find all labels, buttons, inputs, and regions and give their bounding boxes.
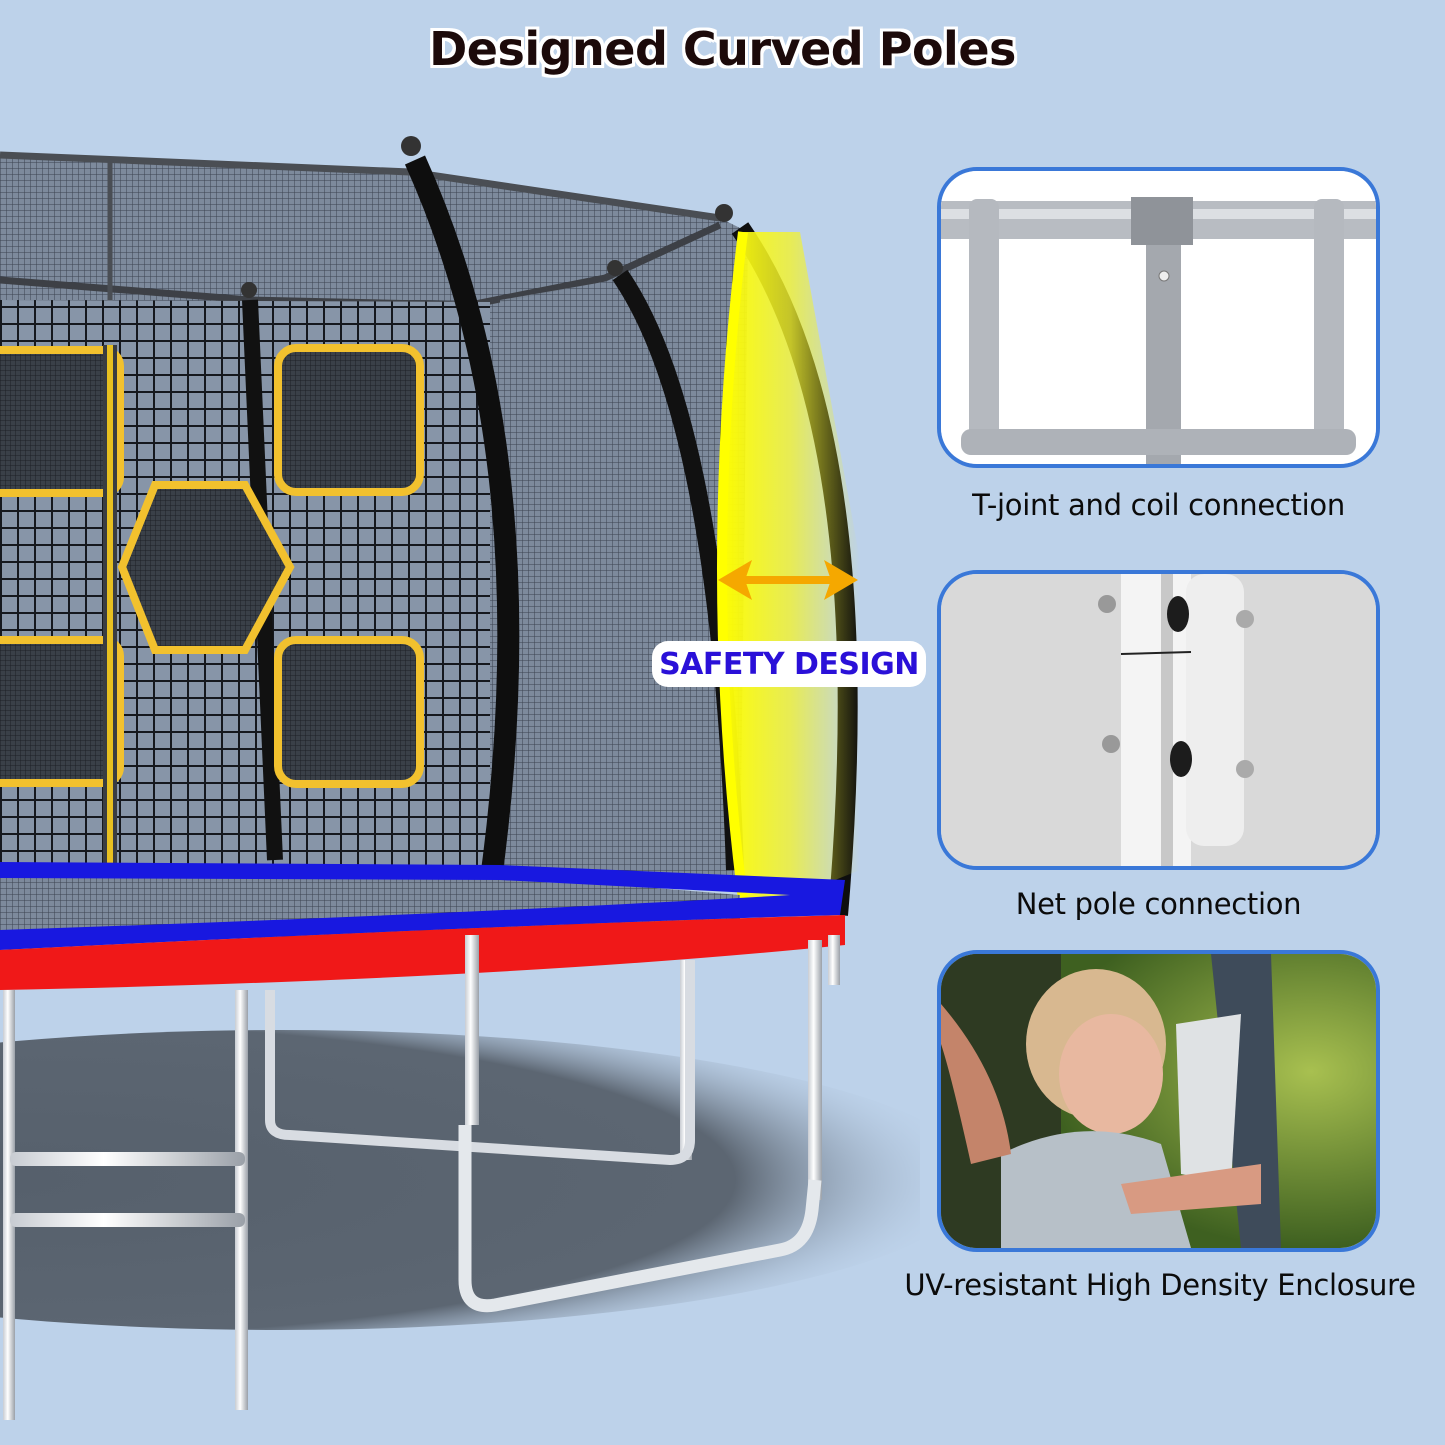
feature-panel-t-joint xyxy=(937,167,1380,468)
target-square xyxy=(0,636,124,787)
pad-side xyxy=(0,915,845,990)
t-joint-image xyxy=(941,171,1376,464)
feature-panel-enclosure xyxy=(937,950,1380,1252)
headline: Designed Curved Poles xyxy=(429,22,1016,76)
u-leg xyxy=(458,1125,822,1313)
double-arrow-icon xyxy=(718,560,858,600)
pad-top xyxy=(0,862,845,950)
safety-design-badge: SAFETY DESIGN xyxy=(652,641,926,687)
target-square xyxy=(0,346,124,497)
net-pole-image xyxy=(941,574,1376,866)
safety-highlight xyxy=(720,232,860,910)
curved-pole xyxy=(404,155,520,922)
trampoline-drawing xyxy=(0,136,920,1420)
target-square xyxy=(274,344,424,496)
feature-caption: UV-resistant High Density Enclosure xyxy=(904,1268,1416,1302)
ladder xyxy=(3,990,248,1420)
feature-caption: T-joint and coil connection xyxy=(972,488,1345,522)
target-hexagon xyxy=(117,481,295,654)
u-leg xyxy=(265,960,695,1166)
child-net-photo xyxy=(941,954,1376,1248)
feature-panel-net-pole xyxy=(937,570,1380,870)
trampoline-illustration xyxy=(0,136,920,1420)
feature-caption: Net pole connection xyxy=(1015,887,1302,921)
target-square xyxy=(274,636,424,788)
